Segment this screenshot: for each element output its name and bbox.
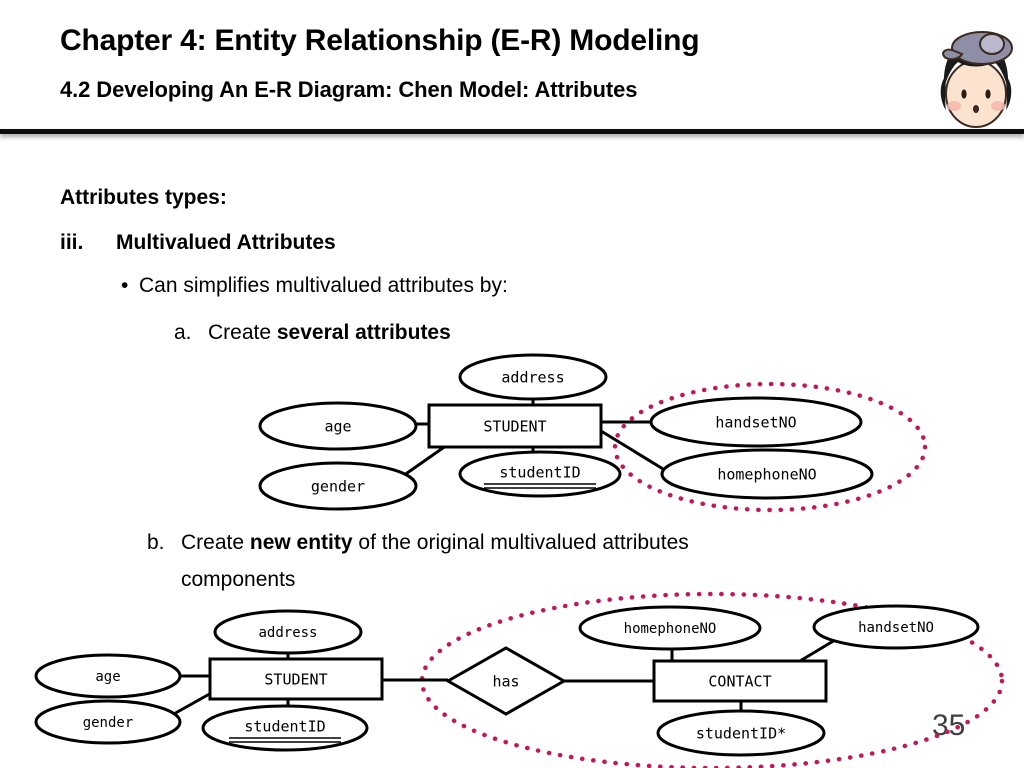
- attribute-handsetno[interactable]: [649, 396, 863, 448]
- list-marker-b: b.: [147, 531, 165, 554]
- attribute-b-age-label: age: [95, 669, 120, 685]
- attribute-age[interactable]: [258, 401, 418, 451]
- attribute-b-homephoneno-label: homephoneNO: [624, 621, 717, 637]
- relationship-has-label: has: [492, 673, 519, 691]
- list-item-b-prefix: Create: [181, 531, 250, 554]
- list-item-multivalued-attributes: Multivalued Attributes: [116, 231, 336, 254]
- list-item-b-suffix: of the original multivalued attributes: [352, 531, 689, 554]
- attribute-b-age[interactable]: [34, 653, 182, 699]
- attribute-homephoneno[interactable]: [660, 448, 874, 500]
- attribute-b-handsetno[interactable]: [812, 604, 980, 650]
- page-subtitle: 4.2 Developing An E-R Diagram: Chen Mode…: [60, 77, 638, 102]
- page-number: 35: [932, 709, 966, 742]
- connector-b-student-gender: [171, 690, 214, 717]
- new-entity-highlight: [419, 591, 1005, 768]
- attribute-b-studentid-fk-label: studentID*: [696, 725, 786, 743]
- entity-student-label: STUDENT: [483, 418, 546, 436]
- attributes-types-heading: Attributes types:: [60, 186, 227, 209]
- attribute-b-gender-label: gender: [83, 715, 134, 731]
- connector-b-contact-handsetno: [799, 635, 841, 663]
- attribute-b-address-label: address: [258, 625, 317, 641]
- list-item-a-emphasis: several attributes: [276, 321, 451, 344]
- header-divider: [0, 129, 1024, 134]
- entity-b-contact-label: CONTACT: [708, 673, 771, 691]
- list-item-b-emphasis: new entity: [249, 531, 353, 554]
- multivalued-attributes-highlight: [612, 381, 928, 513]
- attribute-address-label: address: [501, 369, 564, 387]
- entity-student[interactable]: [427, 403, 603, 449]
- attribute-age-label: age: [324, 418, 351, 436]
- attribute-b-gender[interactable]: [34, 699, 182, 745]
- student-avatar-icon: [940, 31, 1013, 128]
- page-title: Chapter 4: Entity Relationship (E-R) Mod…: [60, 24, 700, 57]
- connector-student-homephoneno: [600, 429, 669, 474]
- attribute-address[interactable]: [458, 353, 608, 401]
- list-item-b-text: Create new entity of the original multiv…: [181, 531, 689, 555]
- bullet-can-simplify-text: Can simplifies multivalued attributes by…: [139, 274, 508, 297]
- list-item-a-text: Create several attributes: [208, 321, 451, 345]
- attribute-b-studentid-fk[interactable]: [656, 709, 826, 757]
- attribute-b-studentid-label: studentID: [244, 718, 325, 736]
- entity-b-student-label: STUDENT: [264, 671, 327, 689]
- attribute-studentid[interactable]: [458, 450, 622, 498]
- bullet-icon: •: [121, 274, 129, 297]
- attribute-b-address[interactable]: [213, 609, 363, 655]
- attribute-b-homephoneno[interactable]: [578, 605, 762, 651]
- entity-b-contact[interactable]: [652, 659, 828, 703]
- list-item-a-prefix: Create: [208, 321, 277, 344]
- entity-b-student[interactable]: [208, 657, 384, 701]
- attribute-b-studentid[interactable]: [201, 704, 369, 752]
- attribute-handsetno-label: handsetNO: [715, 414, 796, 432]
- attribute-gender-label: gender: [311, 478, 365, 496]
- attribute-b-handsetno-label: handsetNO: [858, 620, 934, 636]
- list-marker-iii: iii.: [60, 231, 84, 254]
- list-item-b-text-line2: components: [181, 568, 296, 591]
- slide-header: Chapter 4: Entity Relationship (E-R) Mod…: [0, 0, 1024, 134]
- attribute-gender[interactable]: [258, 461, 418, 511]
- connector-student-gender: [399, 441, 451, 480]
- attribute-homephoneno-label: homephoneNO: [717, 466, 816, 484]
- attribute-studentid-label: studentID: [499, 464, 580, 482]
- list-marker-a: a.: [174, 321, 192, 344]
- relationship-has[interactable]: [444, 646, 568, 716]
